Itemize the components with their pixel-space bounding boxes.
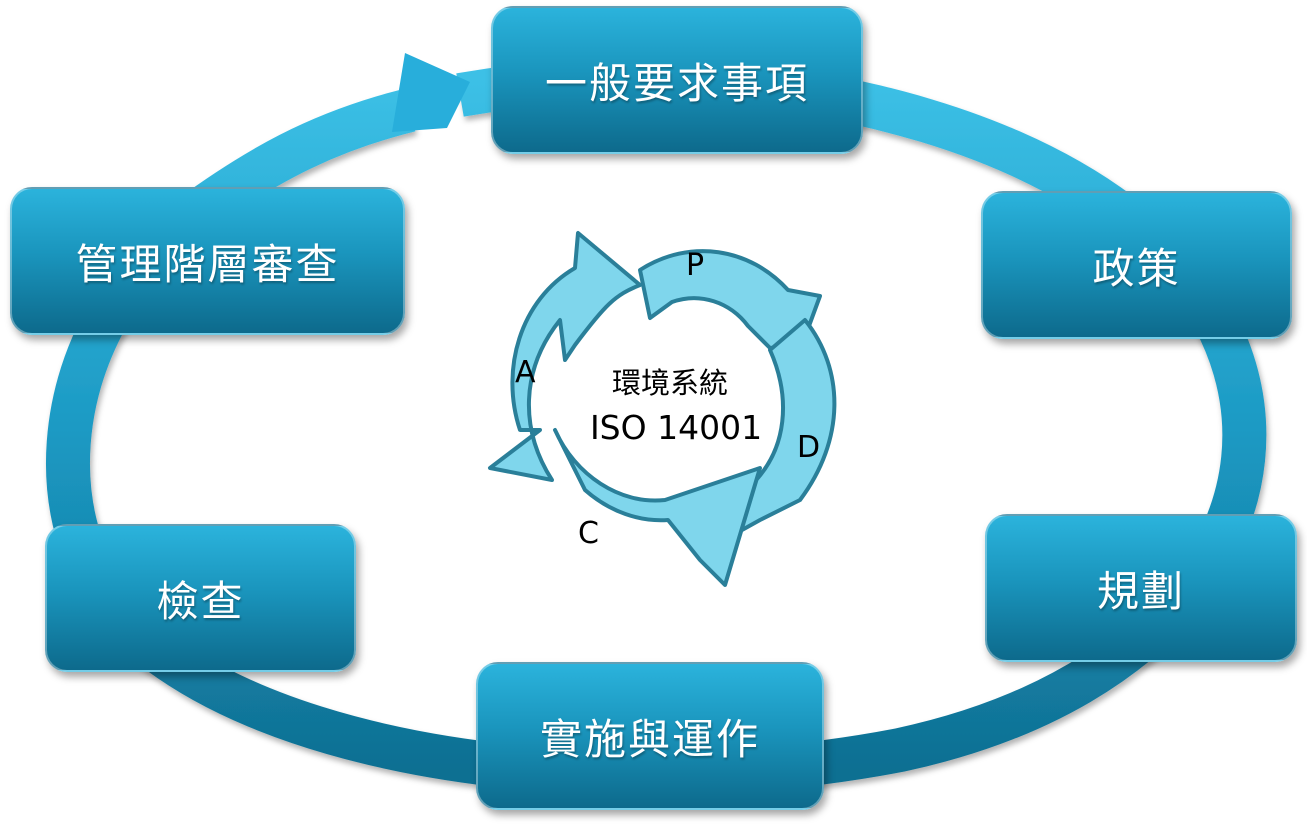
step-planning-label: 規劃 <box>1096 566 1185 616</box>
pdca-arrow-d <box>698 318 837 537</box>
pdca-arrow-p <box>638 249 822 350</box>
pdca-letter-a: A <box>515 355 536 390</box>
pdca-letter-p: P <box>686 248 705 283</box>
step-checking: 檢查 <box>45 524 356 672</box>
step-policy-label: 政策 <box>1092 243 1181 293</box>
step-review-label: 管理階層審查 <box>75 239 340 289</box>
pdca-letter-c: C <box>578 516 599 551</box>
step-checking-label: 檢查 <box>156 576 245 626</box>
step-implementation-label: 實施與運作 <box>539 714 760 764</box>
center-title: 環境系統 <box>611 366 728 400</box>
step-planning: 規劃 <box>985 514 1297 662</box>
center-standard: ISO 14001 <box>589 408 763 447</box>
step-management-review: 管理階層審查 <box>10 187 405 335</box>
pdca-arrow-a <box>488 231 642 482</box>
step-implementation: 實施與運作 <box>476 662 824 810</box>
step-general-requirements: 一般要求事項 <box>491 6 863 154</box>
pdca-cycle-icon <box>488 231 837 587</box>
pdca-letter-d: D <box>797 430 821 465</box>
pdca-arrow-c <box>553 428 762 587</box>
step-general-label: 一般要求事項 <box>544 58 809 108</box>
cycle-arrowhead-icon <box>392 53 470 132</box>
step-policy: 政策 <box>981 191 1292 339</box>
